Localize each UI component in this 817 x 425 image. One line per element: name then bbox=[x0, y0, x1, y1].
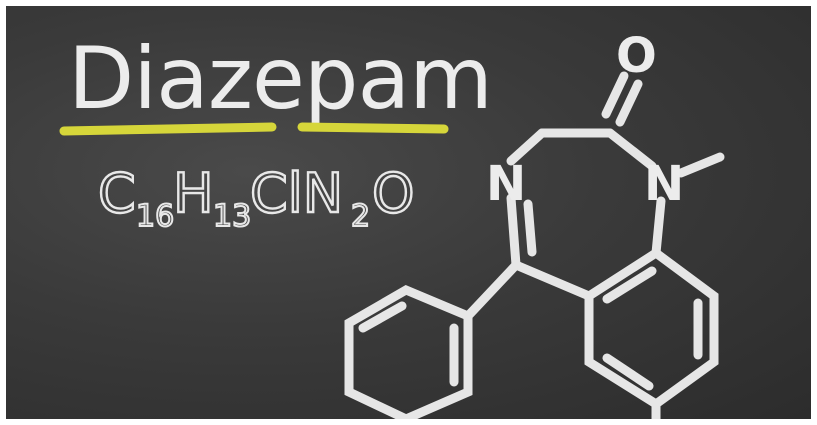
bond-c5-ring bbox=[511, 260, 594, 301]
bond-phenyl-link bbox=[463, 260, 521, 321]
bond-phenyl-inner-2 bbox=[358, 301, 407, 333]
formula-carbon: C bbox=[98, 162, 136, 225]
formula-hydrogen: H bbox=[173, 162, 214, 225]
ring-fused-benzene bbox=[584, 247, 719, 410]
bond-imine bbox=[506, 193, 521, 270]
chalkboard-drawing: Diazepam C 16 H 13 ClN 2 O bbox=[59, 28, 725, 419]
bond-carbonyl-1 bbox=[601, 71, 629, 119]
ring-phenyl bbox=[344, 284, 473, 419]
formula-oxygen: O bbox=[372, 162, 415, 225]
atom-nitrogen-right: N bbox=[644, 156, 684, 212]
formula-nitrogen-count: 2 bbox=[351, 199, 370, 234]
bond-fused-inner-1 bbox=[602, 266, 657, 304]
bond-n-methyl bbox=[676, 152, 725, 178]
bond-fused-inner-3 bbox=[602, 353, 654, 391]
formula-carbon-count: 16 bbox=[136, 199, 174, 234]
formula-hydrogen-count: 13 bbox=[213, 199, 251, 234]
chalkboard-photo: Diazepam C 16 H 13 ClN 2 O bbox=[6, 6, 811, 419]
bond-carbonyl-nitrogen bbox=[605, 128, 657, 171]
title-underline-right bbox=[297, 122, 449, 134]
molecular-formula: C 16 H 13 ClN 2 O bbox=[97, 161, 416, 235]
bond-ch2-nitrogen bbox=[506, 128, 547, 166]
diazepam-structure bbox=[344, 71, 725, 419]
bond-carbonyl-2 bbox=[615, 79, 643, 127]
bond-nitrogen-ring bbox=[651, 196, 666, 258]
drug-name-title: Diazepam bbox=[68, 29, 492, 129]
atom-oxygen: O bbox=[616, 28, 657, 84]
atom-nitrogen-left: N bbox=[486, 156, 526, 212]
title-underline-left bbox=[59, 122, 277, 136]
bond-imine-double bbox=[523, 199, 537, 257]
formula-chlorine-nitrogen: ClN bbox=[250, 162, 343, 225]
